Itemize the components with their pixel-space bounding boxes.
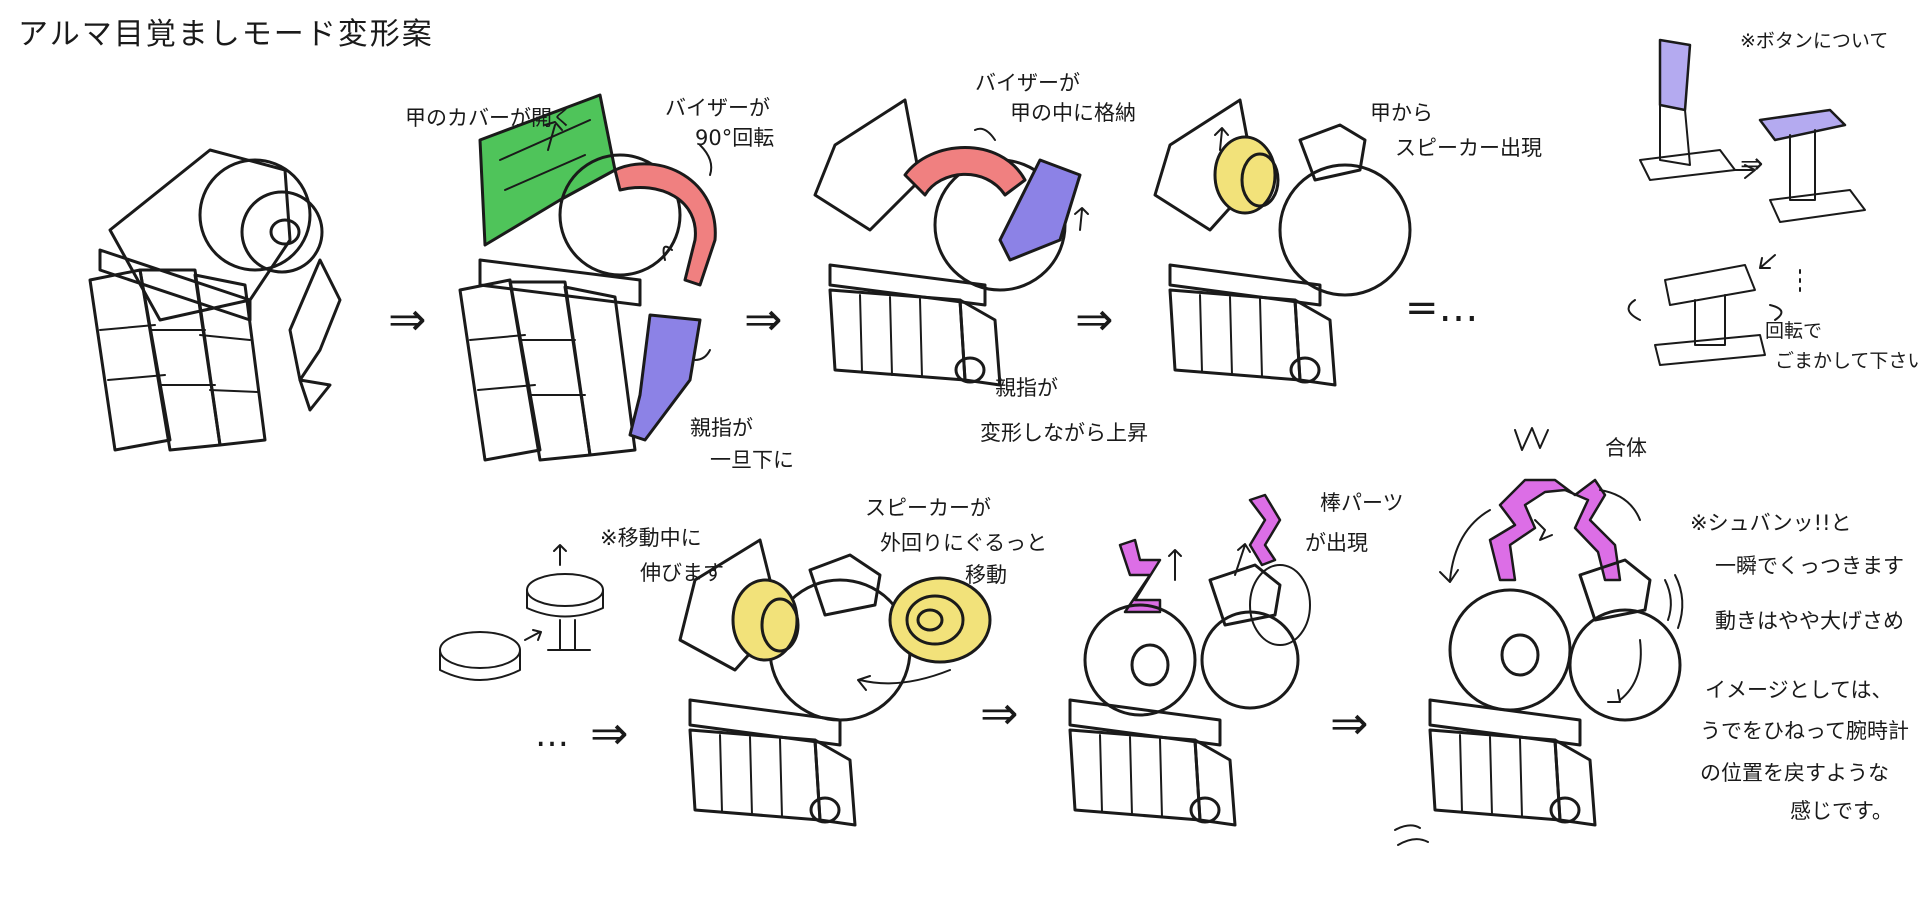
flow-ellipsis-end: =… bbox=[1405, 285, 1479, 331]
stage5-gauntlet bbox=[678, 538, 992, 827]
note-rotate-fudge-2: ごまかして下さい bbox=[1775, 350, 1920, 372]
note-thumb-rise-1: 親指が bbox=[995, 376, 1058, 400]
visor-part bbox=[613, 162, 717, 287]
note-final-1: ※シュバンッ!!と bbox=[1690, 511, 1852, 535]
note-rod-appear-1: 棒パーツ bbox=[1320, 491, 1404, 515]
note-cover-opens: 甲のカバーが開く bbox=[405, 106, 573, 130]
flow-arrow-4: ⇒ bbox=[590, 706, 629, 760]
stage7-gauntlet bbox=[1394, 427, 1684, 846]
note-visor-store-1: バイザーが bbox=[975, 71, 1080, 95]
flow-arrow-1: ⇒ bbox=[388, 292, 427, 346]
note-thumb-down-1: 親指が bbox=[690, 416, 753, 440]
note-final-2: 一瞬でくっつきます bbox=[1715, 554, 1904, 578]
thumb-part-lowered bbox=[628, 313, 702, 442]
speaker-orbit bbox=[888, 576, 992, 664]
note-extend-2: 伸びます bbox=[640, 561, 724, 585]
cover-part bbox=[478, 93, 617, 247]
note-final-4: イメージとしては、 bbox=[1705, 678, 1893, 702]
extend-detail bbox=[439, 544, 604, 681]
note-speaker-move-2: 外回りにぐるっと bbox=[880, 531, 1048, 555]
button-detail bbox=[1627, 38, 1866, 366]
note-speaker-move-1: スピーカーが bbox=[865, 496, 991, 520]
note-rod-appear-2: が出現 bbox=[1305, 531, 1368, 555]
rod-part-left bbox=[1118, 538, 1162, 614]
stage2-gauntlet bbox=[458, 93, 717, 462]
flow-lead-ellipsis: … bbox=[535, 715, 569, 755]
note-visor-store-2: 甲の中に格納 bbox=[1010, 101, 1136, 125]
note-speaker-appear-1: 甲から bbox=[1370, 101, 1433, 125]
note-combine: 合体 bbox=[1605, 436, 1647, 460]
rod-part-right bbox=[1248, 493, 1282, 567]
note-final-3: 動きはやや大げさめ bbox=[1715, 609, 1904, 633]
note-extend-1: ※移動中に bbox=[600, 526, 702, 550]
note-final-6: の位置を戻すような bbox=[1700, 761, 1889, 785]
flow-arrow-button-1: ⇒ bbox=[1740, 147, 1764, 180]
flow-arrow-2: ⇒ bbox=[744, 292, 783, 346]
flow-arrow-3: ⇒ bbox=[1075, 292, 1114, 346]
note-speaker-appear-2: スピーカー出現 bbox=[1395, 136, 1542, 160]
note-final-5: うでをひねって腕時計 bbox=[1700, 719, 1909, 743]
visor-part-stored bbox=[998, 158, 1082, 262]
stage1-gauntlet bbox=[88, 148, 342, 452]
note-thumb-rise-2: 変形しながら上昇 bbox=[980, 421, 1148, 445]
stage3-gauntlet bbox=[813, 98, 1089, 387]
page-title: アルマ目覚ましモード変形案 bbox=[18, 17, 434, 52]
stage6-gauntlet bbox=[1068, 493, 1311, 827]
flow-arrow-5: ⇒ bbox=[980, 686, 1019, 740]
visor-part-rotating bbox=[903, 146, 1027, 197]
rod-part-combined bbox=[1488, 478, 1622, 582]
note-visor-rotate-1: バイザーが bbox=[665, 96, 770, 120]
note-final-7: 感じです。 bbox=[1790, 799, 1893, 823]
flow-arrow-6: ⇒ bbox=[1330, 696, 1369, 750]
stage4-gauntlet bbox=[1153, 98, 1412, 387]
note-thumb-down-2: 一旦下に bbox=[710, 448, 794, 472]
note-button: ※ボタンについて bbox=[1740, 30, 1889, 52]
note-visor-rotate-2: 90°回転 bbox=[695, 126, 775, 150]
note-speaker-move-3: 移動 bbox=[965, 563, 1007, 587]
note-rotate-fudge-1: 回転で bbox=[1765, 320, 1823, 342]
speaker-part bbox=[1213, 135, 1277, 215]
